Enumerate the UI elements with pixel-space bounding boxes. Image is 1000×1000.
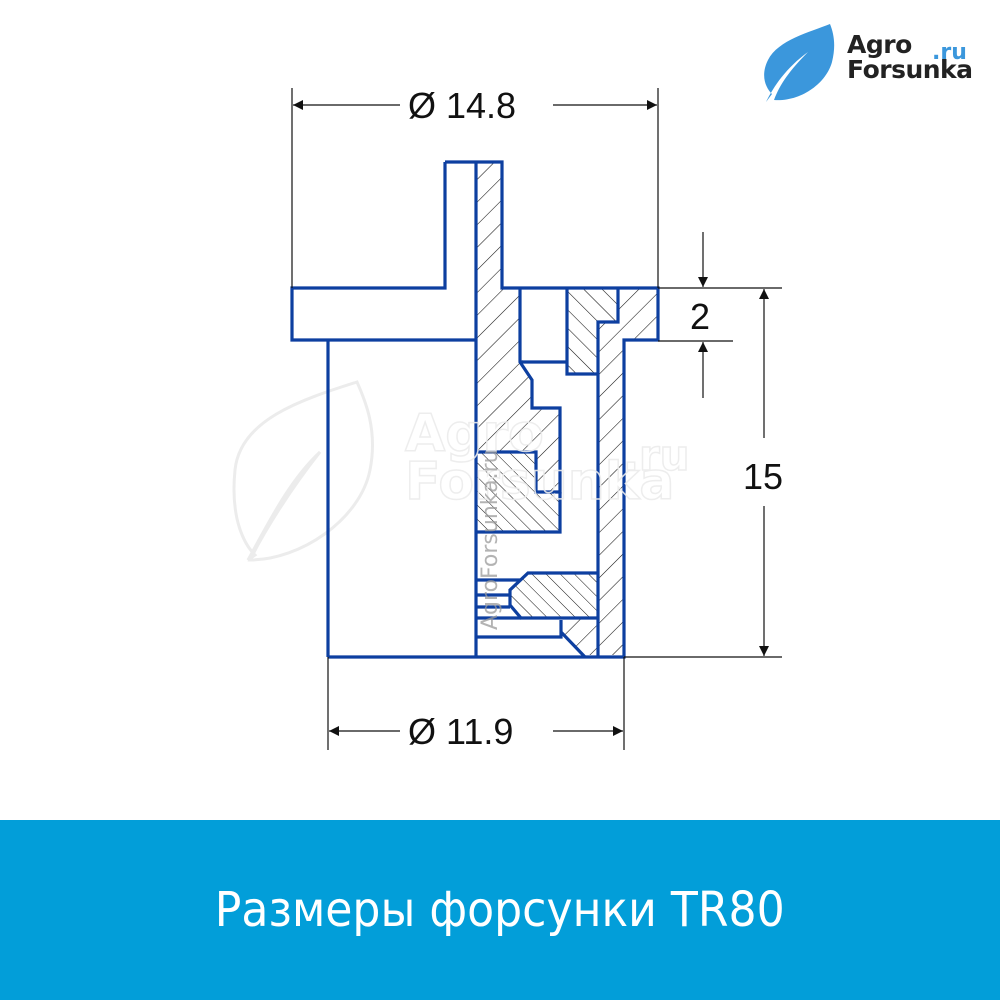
- brand-logo: Agro Forsunka .ru: [760, 18, 990, 108]
- total-height-label: 15: [737, 456, 790, 498]
- top-diameter-label: Ø 14.8: [402, 85, 523, 127]
- nozzle-cross-section-drawing: [232, 88, 782, 750]
- brand-name: Agro Forsunka: [847, 32, 973, 82]
- leaf-logo-icon: [764, 24, 835, 102]
- footer-title: Размеры форсунки TR80: [215, 882, 785, 938]
- bottom-diameter-label: Ø 11.9: [402, 711, 520, 753]
- vertical-watermark: AgroForsunka.ru: [478, 449, 503, 630]
- brand-name-line1: Agro: [847, 30, 912, 59]
- brand-tld: .ru: [932, 40, 967, 65]
- dimension-lines: [291, 88, 782, 750]
- footer-banner: Размеры форсунки TR80: [0, 820, 1000, 1000]
- part-outlines: [290, 160, 660, 659]
- flange-height-label: 2: [690, 296, 711, 337]
- brand-name-line2: Forsunka: [847, 55, 973, 84]
- leaf-watermark-icon: [232, 380, 374, 562]
